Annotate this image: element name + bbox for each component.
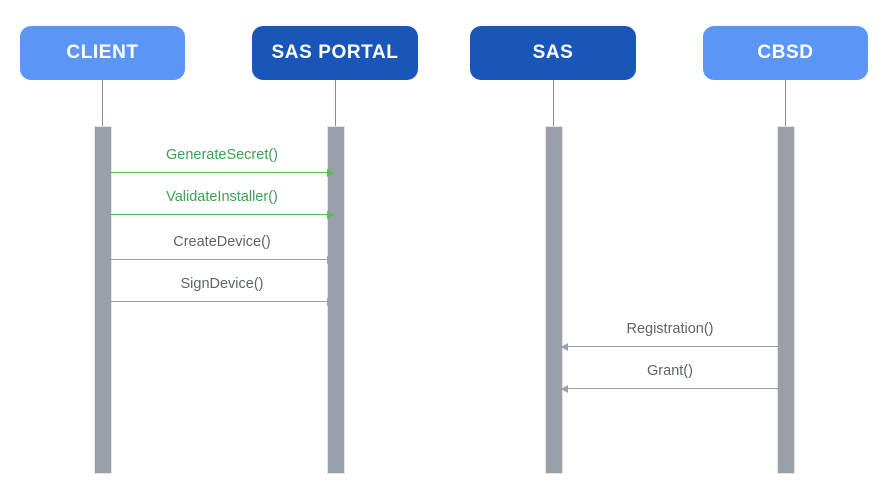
actor-label-client: CLIENT [66,42,139,63]
message-line-create-device [110,259,334,260]
actor-label-sas: SAS [532,42,574,63]
actor-label-sas-portal: SAS PORTAL [271,42,399,63]
lifeline-client [102,80,103,126]
message-line-generate-secret [110,172,334,173]
message-label-create-device: CreateDevice() [173,234,271,250]
message-arrowhead-create-device [327,255,334,264]
actor-box-client[interactable]: CLIENT [20,26,185,80]
message-label-grant: Grant() [647,363,693,379]
actor-box-sas[interactable]: SAS [470,26,636,80]
message-line-grant [561,388,778,389]
actor-box-cbsd[interactable]: CBSD [703,26,868,80]
message-arrowhead-grant [561,384,568,393]
actor-label-cbsd: CBSD [757,42,814,63]
message-label-sign-device: SignDevice() [180,276,264,292]
message-arrowhead-registration [561,342,568,351]
message-line-registration [561,346,778,347]
message-arrowhead-sign-device [327,297,334,306]
lifeline-sas-portal [335,80,336,126]
message-line-validate-installer [110,214,334,215]
activation-bar-sas [545,126,563,474]
actor-box-sas-portal[interactable]: SAS PORTAL [252,26,418,80]
message-arrowhead-generate-secret [327,168,334,177]
activation-bar-cbsd [777,126,795,474]
message-label-registration: Registration() [626,321,714,337]
lifeline-sas [553,80,554,126]
message-line-sign-device [110,301,334,302]
message-label-generate-secret: GenerateSecret() [165,147,279,163]
message-arrowhead-validate-installer [327,210,334,219]
activation-bar-client [94,126,112,474]
lifeline-cbsd [785,80,786,126]
message-label-validate-installer: ValidateInstaller() [166,189,278,205]
